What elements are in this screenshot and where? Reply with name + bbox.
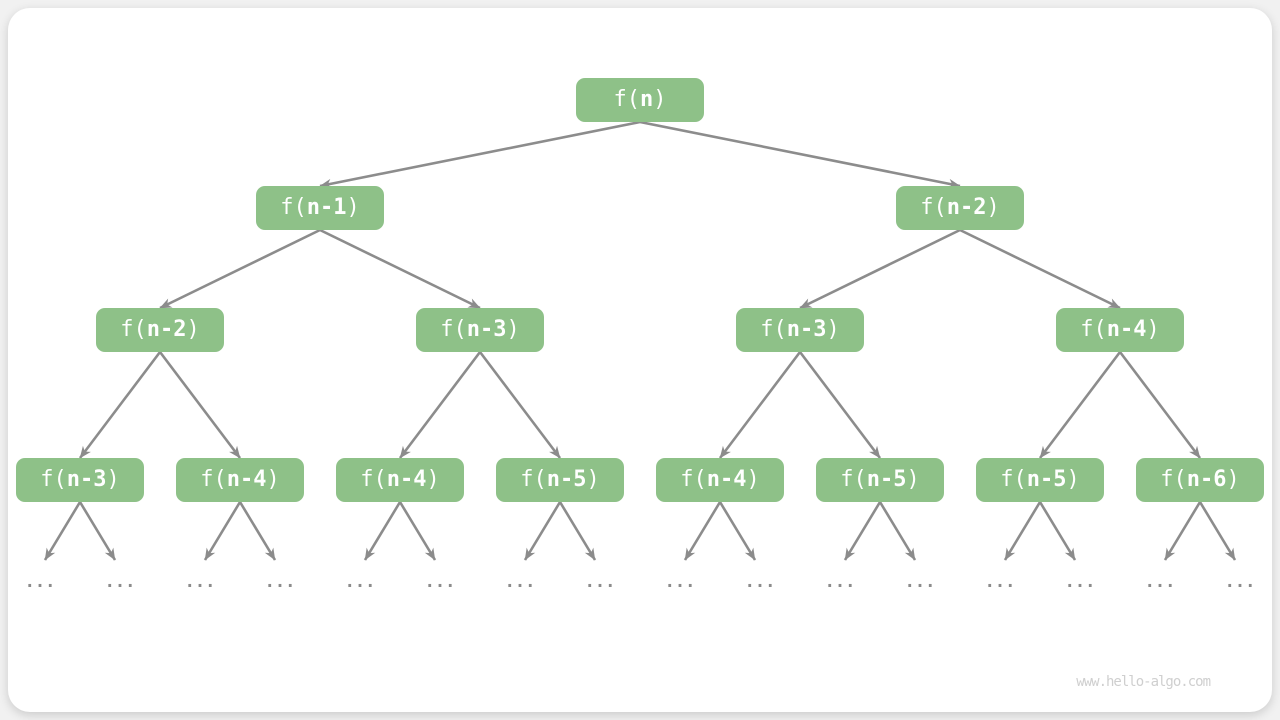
tree-edge-arrow	[683, 501, 722, 561]
tree-node-fn-4: f(n-4)	[176, 458, 304, 502]
tree-node-fn-3: f(n-3)	[16, 458, 144, 502]
tree-node-fn-1: f(n-1)	[256, 186, 384, 230]
tree-edge-arrow	[798, 351, 882, 459]
ellipsis: ...	[824, 572, 856, 592]
node-label: f(n-5)	[520, 467, 600, 492]
tree-edge-arrow	[158, 351, 242, 459]
tree-node-fn-3: f(n-3)	[736, 308, 864, 352]
tree-edge-arrow	[843, 501, 882, 561]
node-label: f(n-4)	[360, 467, 440, 492]
node-label: f(n-4)	[200, 467, 280, 492]
tree-edge-arrow	[1163, 501, 1202, 561]
ellipsis: ...	[664, 572, 696, 592]
ellipsis: ...	[904, 572, 936, 592]
tree-edge-arrow	[558, 501, 597, 561]
tree-edge-arrow	[639, 120, 961, 189]
node-label: f(n-6)	[1160, 467, 1240, 492]
tree-edge-arrow	[1198, 501, 1237, 561]
tree-node-fn-2: f(n-2)	[96, 308, 224, 352]
tree-edge-arrow	[718, 501, 757, 561]
node-label: f(n)	[613, 87, 667, 112]
ellipsis: ...	[1064, 572, 1096, 592]
node-label: f(n-1)	[280, 195, 360, 220]
tree-edge-arrow	[159, 228, 321, 310]
tree-edge-arrow	[78, 351, 162, 459]
ellipsis: ...	[424, 572, 456, 592]
node-label: f(n-4)	[1080, 317, 1160, 342]
figure-card	[8, 8, 1272, 712]
ellipsis: ...	[24, 572, 56, 592]
tree-edge-arrow	[238, 501, 277, 561]
tree-edge-arrow	[78, 501, 117, 561]
ellipsis: ...	[1224, 572, 1256, 592]
node-label: f(n-2)	[120, 317, 200, 342]
tree-node-fn-4: f(n-4)	[656, 458, 784, 502]
node-label: f(n-5)	[1000, 467, 1080, 492]
tree-edge-arrow	[718, 351, 802, 459]
tree-edge-arrow	[203, 501, 242, 561]
tree-edge-arrow	[398, 351, 482, 459]
tree-edge-arrow	[523, 501, 562, 561]
tree-node-fn-6: f(n-6)	[1136, 458, 1264, 502]
ellipsis: ...	[984, 572, 1016, 592]
tree-edge-arrow	[1118, 351, 1202, 459]
node-label: f(n-4)	[680, 467, 760, 492]
node-label: f(n-5)	[840, 467, 920, 492]
tree-node-fn-5: f(n-5)	[496, 458, 624, 502]
ellipsis: ...	[184, 572, 216, 592]
tree-edge-arrow	[319, 120, 641, 189]
tree-edge-arrow	[1038, 351, 1122, 459]
tree-edge-arrow	[799, 228, 961, 310]
ellipsis: ...	[104, 572, 136, 592]
tree-node-fn-3: f(n-3)	[416, 308, 544, 352]
tree-node-fn-2: f(n-2)	[896, 186, 1024, 230]
ellipsis: ...	[744, 572, 776, 592]
watermark: www.hello-algo.com	[1076, 674, 1211, 690]
ellipsis: ...	[344, 572, 376, 592]
node-label: f(n-3)	[760, 317, 840, 342]
node-label: f(n-3)	[440, 317, 520, 342]
tree-node-fn: f(n)	[576, 78, 704, 122]
tree-edge-arrow	[319, 228, 481, 310]
node-label: f(n-2)	[920, 195, 1000, 220]
tree-edge-arrow	[43, 501, 82, 561]
tree-edge-arrow	[959, 228, 1121, 310]
tree-node-fn-5: f(n-5)	[976, 458, 1104, 502]
node-label: f(n-3)	[40, 467, 120, 492]
tree-node-fn-5: f(n-5)	[816, 458, 944, 502]
ellipsis: ...	[584, 572, 616, 592]
tree-node-fn-4: f(n-4)	[1056, 308, 1184, 352]
tree-edge-arrow	[878, 501, 917, 561]
tree-node-fn-4: f(n-4)	[336, 458, 464, 502]
tree-edge-arrow	[398, 501, 437, 561]
ellipsis: ...	[1144, 572, 1176, 592]
tree-edge-arrow	[1038, 501, 1077, 561]
tree-edge-arrow	[363, 501, 402, 561]
tree-edge-arrow	[1003, 501, 1042, 561]
ellipsis: ...	[504, 572, 536, 592]
tree-edge-arrow	[478, 351, 562, 459]
ellipsis: ...	[264, 572, 296, 592]
